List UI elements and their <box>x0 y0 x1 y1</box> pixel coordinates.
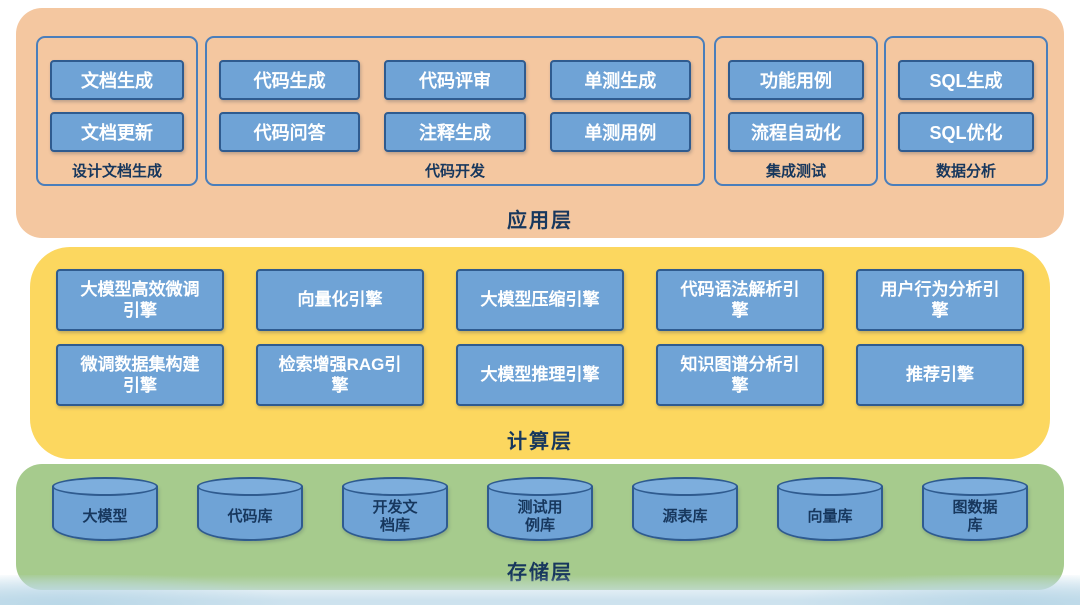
engine-box: 大模型高效微调引擎 <box>56 269 224 331</box>
database-cylinder: 源表库 <box>632 477 738 541</box>
capability-box: 文档更新 <box>50 112 184 152</box>
database-cylinder: 大模型 <box>52 477 158 541</box>
group-items: SQL生成 SQL优化 <box>898 60 1034 152</box>
group-code-development: 代码生成 代码评审 单测生成 代码问答 注释生成 单测用例 代码开发 <box>205 36 705 186</box>
engine-box: 大模型推理引擎 <box>456 344 624 406</box>
database-label: 源表库 <box>662 507 708 525</box>
database-cylinder: 测试用例库 <box>487 477 593 541</box>
capability-box: 单测生成 <box>549 60 691 100</box>
cylinder-top-shape <box>777 477 883 496</box>
cylinder-top-shape <box>342 477 448 496</box>
application-layer-label: 应用层 <box>507 210 573 232</box>
compute-layer-label: 计算层 <box>507 431 573 453</box>
database-cylinder: 向量库 <box>777 477 883 541</box>
capability-box: 流程自动化 <box>728 112 864 152</box>
engine-box: 微调数据集构建引擎 <box>56 344 224 406</box>
group-integration-testing: 功能用例 流程自动化 集成测试 <box>714 36 878 186</box>
database-label: 图数据库 <box>952 498 998 534</box>
storage-layer: 大模型 代码库 开发文档库 测试用例库 源表库 <box>16 464 1064 590</box>
group-data-analysis: SQL生成 SQL优化 数据分析 <box>884 36 1048 186</box>
database-label: 向量库 <box>807 507 853 525</box>
engine-box: 向量化引擎 <box>256 269 424 331</box>
capability-box: 代码生成 <box>219 60 361 100</box>
group-design-doc-generation: 文档生成 文档更新 设计文档生成 <box>36 36 198 186</box>
cylinder-body-shape <box>487 486 593 541</box>
compute-layer: 大模型高效微调引擎 向量化引擎 大模型压缩引擎 代码语法解析引擎 用户行为分析引… <box>30 247 1050 459</box>
capability-box: 代码评审 <box>384 60 526 100</box>
engine-box: 知识图谱分析引擎 <box>656 344 824 406</box>
engine-box: 检索增强RAG引擎 <box>256 344 424 406</box>
engine-box: 推荐引擎 <box>856 344 1024 406</box>
cylinder-top-shape <box>52 477 158 496</box>
database-cylinder: 代码库 <box>197 477 303 541</box>
capability-box: SQL生成 <box>898 60 1034 100</box>
database-label: 测试用例库 <box>517 498 563 534</box>
database-label: 大模型 <box>82 507 128 525</box>
capability-box: 文档生成 <box>50 60 184 100</box>
group-items: 文档生成 文档更新 <box>50 60 184 152</box>
database-row: 大模型 代码库 开发文档库 测试用例库 源表库 <box>52 477 1028 541</box>
database-cylinder: 图数据库 <box>922 477 1028 541</box>
capability-box: 功能用例 <box>728 60 864 100</box>
engine-box: 代码语法解析引擎 <box>656 269 824 331</box>
group-label: 代码开发 <box>424 163 485 180</box>
cylinder-top-shape <box>197 477 303 496</box>
database-cylinder: 开发文档库 <box>342 477 448 541</box>
database-label: 开发文档库 <box>372 498 418 534</box>
database-label: 代码库 <box>227 507 273 525</box>
application-layer: 文档生成 文档更新 设计文档生成 代码生成 代码评审 单测生成 代码问答 注释生… <box>16 8 1064 238</box>
capability-box: SQL优化 <box>898 112 1034 152</box>
group-label: 集成测试 <box>765 163 826 180</box>
capability-box: 单测用例 <box>549 112 691 152</box>
group-items: 代码生成 代码评审 单测生成 代码问答 注释生成 单测用例 <box>219 60 691 152</box>
group-label: 设计文档生成 <box>71 163 162 180</box>
engine-grid: 大模型高效微调引擎 向量化引擎 大模型压缩引擎 代码语法解析引擎 用户行为分析引… <box>56 269 1024 406</box>
storage-layer-label: 存储层 <box>507 562 573 584</box>
capability-box: 代码问答 <box>219 112 361 152</box>
cylinder-top-shape <box>922 477 1028 496</box>
engine-box: 大模型压缩引擎 <box>456 269 624 331</box>
group-items: 功能用例 流程自动化 <box>728 60 864 152</box>
cylinder-top-shape <box>632 477 738 496</box>
capability-box: 注释生成 <box>384 112 526 152</box>
group-label: 数据分析 <box>935 163 996 180</box>
cylinder-top-shape <box>487 477 593 496</box>
engine-box: 用户行为分析引擎 <box>856 269 1024 331</box>
